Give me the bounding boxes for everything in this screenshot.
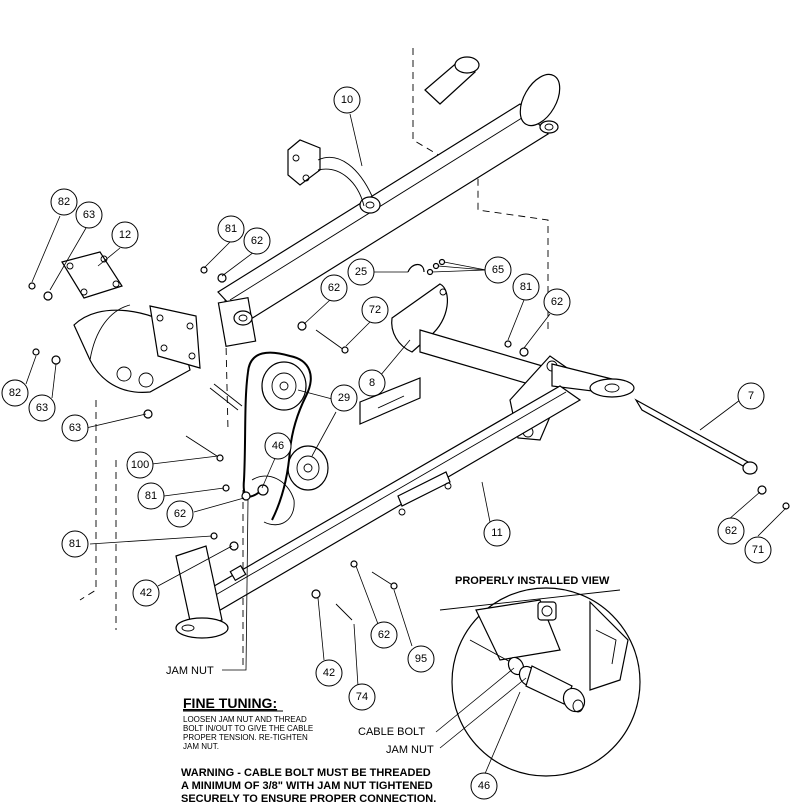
fine-tuning-line-2: BOLT IN/OUT TO GIVE THE CABLE bbox=[183, 724, 313, 733]
svg-text:63: 63 bbox=[83, 209, 95, 221]
svg-text:95: 95 bbox=[415, 653, 427, 665]
svg-text:10: 10 bbox=[341, 94, 353, 106]
callout-62: 62 bbox=[370, 621, 398, 649]
svg-text:81: 81 bbox=[69, 538, 81, 550]
svg-text:100: 100 bbox=[131, 459, 149, 471]
svg-text:63: 63 bbox=[36, 402, 48, 414]
upper-beam bbox=[217, 56, 561, 347]
callout-46: 46 bbox=[470, 772, 498, 800]
callout-74: 74 bbox=[348, 683, 376, 711]
callout-63: 63 bbox=[28, 394, 56, 422]
callout-100: 100 bbox=[126, 451, 154, 479]
callout-42: 42 bbox=[132, 579, 160, 607]
cable-bolt-label: CABLE BOLT bbox=[358, 726, 425, 738]
svg-text:81: 81 bbox=[225, 223, 237, 235]
jam-nut-detail-label: JAM NUT bbox=[386, 744, 434, 756]
callout-63: 63 bbox=[75, 201, 103, 229]
text-labels: JAM NUT PROPERLY INSTALLED VIEW CABLE BO… bbox=[166, 575, 610, 756]
svg-text:46: 46 bbox=[478, 780, 490, 792]
svg-text:46: 46 bbox=[272, 440, 284, 452]
callout-12: 12 bbox=[111, 221, 139, 249]
callout-10: 10 bbox=[333, 86, 361, 114]
svg-text:42: 42 bbox=[140, 587, 152, 599]
lower-beam bbox=[175, 385, 582, 639]
installed-view-title: PROPERLY INSTALLED VIEW bbox=[455, 575, 610, 587]
fine-tuning-line-3: PROPER TENSION. RE-TIGHTEN bbox=[183, 733, 308, 742]
svg-text:74: 74 bbox=[356, 691, 368, 703]
callout-8: 8 bbox=[358, 369, 386, 397]
svg-text:62: 62 bbox=[251, 235, 263, 247]
svg-text:11: 11 bbox=[491, 527, 502, 539]
callout-25: 25 bbox=[347, 258, 375, 286]
callout-62: 62 bbox=[166, 500, 194, 528]
callout-29: 29 bbox=[330, 384, 358, 412]
svg-text:71: 71 bbox=[752, 544, 764, 556]
warning-line-1: WARNING - CABLE BOLT MUST BE THREADED bbox=[181, 767, 431, 779]
callout-71: 71 bbox=[744, 536, 772, 564]
callout-62: 62 bbox=[543, 288, 571, 316]
svg-text:72: 72 bbox=[369, 304, 381, 316]
callout-7: 7 bbox=[737, 382, 765, 410]
svg-text:62: 62 bbox=[174, 508, 186, 520]
callout-63: 63 bbox=[61, 414, 89, 442]
fine-tuning-line-1: LOOSEN JAM NUT AND THREAD bbox=[183, 715, 307, 724]
svg-text:62: 62 bbox=[551, 296, 563, 308]
svg-text:62: 62 bbox=[378, 629, 390, 641]
svg-text:81: 81 bbox=[145, 490, 157, 502]
callout-81: 81 bbox=[217, 215, 245, 243]
callout-46: 46 bbox=[264, 432, 292, 460]
callout-65: 65 bbox=[484, 256, 512, 284]
svg-text:7: 7 bbox=[748, 390, 754, 402]
callout-62: 62 bbox=[243, 227, 271, 255]
callout-81: 81 bbox=[137, 482, 165, 510]
callout-11: 11 bbox=[483, 519, 511, 547]
warning-note: WARNING - CABLE BOLT MUST BE THREADED A … bbox=[181, 767, 436, 805]
left-bracket bbox=[61, 251, 243, 411]
svg-text:65: 65 bbox=[492, 264, 504, 276]
installed-detail-view bbox=[439, 587, 641, 777]
callout-81: 81 bbox=[61, 530, 89, 558]
warning-line-3: SECURELY TO ENSURE PROPER CONNECTION. bbox=[181, 793, 436, 805]
callouts: 10 82 63 12 81 62 25 65 81 62 62 bbox=[1, 86, 772, 800]
svg-text:82: 82 bbox=[58, 196, 70, 208]
callout-82: 82 bbox=[1, 379, 29, 407]
leader-lines bbox=[25, 113, 787, 777]
warning-line-2: A MINIMUM OF 3/8" WITH JAM NUT TIGHTENED bbox=[181, 780, 433, 792]
svg-text:25: 25 bbox=[355, 266, 367, 278]
svg-text:42: 42 bbox=[323, 667, 335, 679]
callout-81: 81 bbox=[512, 273, 540, 301]
svg-text:12: 12 bbox=[119, 229, 131, 241]
pulley-cable-assembly bbox=[242, 351, 329, 526]
callout-72: 72 bbox=[361, 296, 389, 324]
callout-95: 95 bbox=[407, 645, 435, 673]
callout-62: 62 bbox=[320, 274, 348, 302]
svg-text:62: 62 bbox=[328, 282, 340, 294]
callout-62: 62 bbox=[717, 517, 745, 545]
svg-text:29: 29 bbox=[338, 392, 350, 404]
svg-text:81: 81 bbox=[520, 281, 532, 293]
jam-nut-label: JAM NUT bbox=[166, 665, 214, 677]
svg-text:62: 62 bbox=[725, 525, 737, 537]
svg-text:63: 63 bbox=[69, 422, 81, 434]
fine-tuning-line-4: JAM NUT. bbox=[183, 742, 219, 751]
hardware bbox=[28, 258, 790, 621]
callout-42: 42 bbox=[315, 659, 343, 687]
svg-text:8: 8 bbox=[369, 377, 375, 389]
callout-82: 82 bbox=[50, 188, 78, 216]
svg-text:82: 82 bbox=[9, 387, 21, 399]
fine-tuning-heading: FINE TUNING: bbox=[183, 695, 277, 711]
fine-tuning-note: FINE TUNING: LOOSEN JAM NUT AND THREAD B… bbox=[183, 695, 313, 751]
